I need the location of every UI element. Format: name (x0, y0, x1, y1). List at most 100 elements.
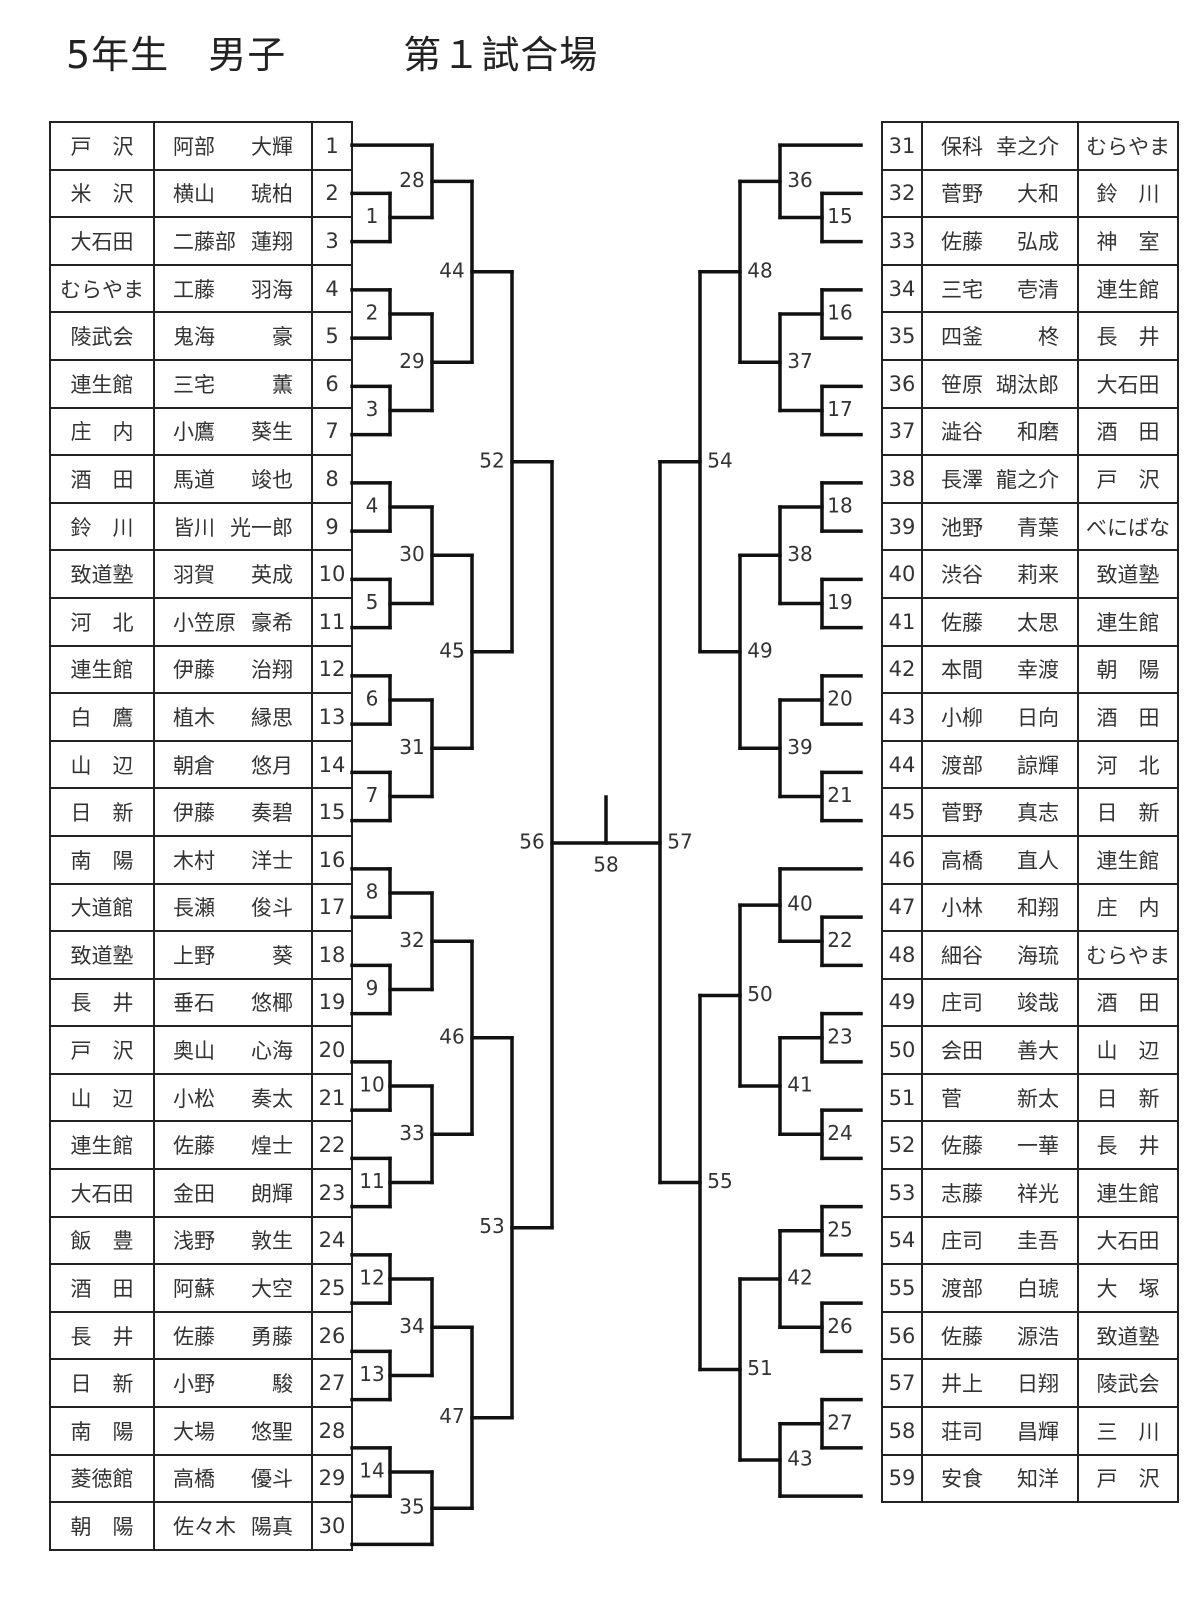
team-cell: 朝 陽 (1077, 644, 1179, 695)
given-name: 葵 (272, 943, 293, 968)
team-cell: 大石田 (49, 216, 155, 266)
family-name: 佐藤 (941, 229, 983, 254)
given-name: 新太 (1017, 1086, 1059, 1111)
entry-number: 55 (881, 1263, 923, 1313)
name-cell: 佐々木陽真 (153, 1501, 313, 1551)
player-name: 保科幸之介 (923, 131, 1077, 161)
family-name: 小鷹 (173, 420, 215, 445)
family-name: 小松 (173, 1086, 215, 1111)
match-number: 31 (399, 735, 424, 759)
player-name: 三宅薫 (155, 369, 311, 399)
entry-number: 9 (311, 501, 353, 552)
player-name: 志藤祥光 (923, 1178, 1077, 1208)
name-cell: 本間幸渡 (921, 644, 1079, 695)
player-name: 皆川光一郎 (155, 512, 311, 542)
family-name: 大場 (173, 1419, 215, 1444)
player-name: 伊藤治翔 (155, 654, 311, 684)
match-number: 25 (827, 1217, 852, 1241)
team-cell: むらやま (1077, 121, 1179, 171)
team-cell: 日 新 (1077, 787, 1179, 837)
team-cell: 山 辺 (49, 1072, 155, 1123)
team-cell: 致道塾 (49, 930, 155, 980)
entry-number: 37 (881, 406, 923, 457)
family-name: 高橋 (941, 848, 983, 873)
entry-number: 31 (881, 121, 923, 171)
family-name: 菅野 (941, 182, 983, 207)
given-name: 治翔 (251, 658, 293, 683)
team-cell: 大道館 (49, 882, 155, 933)
entry-number: 51 (881, 1072, 923, 1123)
team-cell: 陵武会 (49, 311, 155, 361)
given-name: 幸渡 (1017, 658, 1059, 683)
team-cell: 日 新 (49, 787, 155, 837)
given-name: 奏太 (251, 1086, 293, 1111)
team-cell: 山 辺 (1077, 1025, 1179, 1075)
team-cell: 鈴 川 (1077, 168, 1179, 219)
entry-number: 1 (311, 121, 353, 171)
given-name: 海琉 (1017, 943, 1059, 968)
team-cell: 三 川 (1077, 1406, 1179, 1456)
given-name: 昌輝 (1017, 1419, 1059, 1444)
team-cell: 連生館 (1077, 263, 1179, 314)
family-name: 笹原 (941, 372, 983, 397)
player-name: 長瀬俊斗 (155, 892, 311, 922)
player-name: 小松 奏太 (155, 1083, 311, 1113)
team-cell: 大石田 (49, 1168, 155, 1218)
team-cell: 連生館 (49, 1120, 155, 1171)
match-number: 36 (787, 168, 812, 192)
team-cell: 連生館 (49, 358, 155, 409)
player-name: 渡部白琥 (923, 1273, 1077, 1303)
team-cell: 飯 豊 (49, 1215, 155, 1266)
family-name: 木村 (173, 848, 215, 873)
entry-number: 57 (881, 1358, 923, 1409)
match-number: 32 (399, 928, 424, 952)
entry-number: 45 (881, 787, 923, 837)
family-name: 渡部 (941, 753, 983, 778)
match-number: 49 (747, 638, 772, 662)
match-number: 37 (787, 349, 812, 373)
given-name: 日翔 (1017, 1372, 1059, 1397)
family-name: 澁谷 (941, 420, 983, 445)
given-name: 葵生 (251, 420, 293, 445)
entry-number: 35 (881, 311, 923, 361)
name-cell: 浅野敦生 (153, 1215, 313, 1266)
entry-number: 28 (311, 1406, 353, 1456)
team-cell: 長 井 (1077, 311, 1179, 361)
match-number: 8 (366, 880, 379, 904)
given-name: 圭吾 (1017, 1229, 1059, 1254)
match-number: 1 (366, 204, 379, 228)
family-name: 庄司 (941, 991, 983, 1016)
match-number: 20 (827, 687, 852, 711)
name-cell: 阿蘇大空 (153, 1263, 313, 1313)
entry-number: 50 (881, 1025, 923, 1075)
match-number: 30 (399, 542, 424, 566)
family-name: 浅野 (173, 1229, 215, 1254)
entry-number: 2 (311, 168, 353, 219)
player-name: 工藤羽海 (155, 274, 311, 304)
given-name: 俊斗 (251, 896, 293, 921)
name-cell: 志藤祥光 (921, 1168, 1079, 1218)
title-grade: 5年生 (66, 33, 170, 77)
family-name: 朝倉 (173, 753, 215, 778)
given-name: 朗輝 (251, 1181, 293, 1206)
entry-number: 58 (881, 1406, 923, 1456)
player-name: 浅野敦生 (155, 1225, 311, 1255)
player-name: 朝倉悠月 (155, 750, 311, 780)
team-cell: べにばな (1077, 501, 1179, 552)
given-name: 幸之介 (996, 134, 1059, 159)
match-number: 10 (359, 1073, 384, 1097)
name-cell: 小笠原豪希 (153, 596, 313, 647)
